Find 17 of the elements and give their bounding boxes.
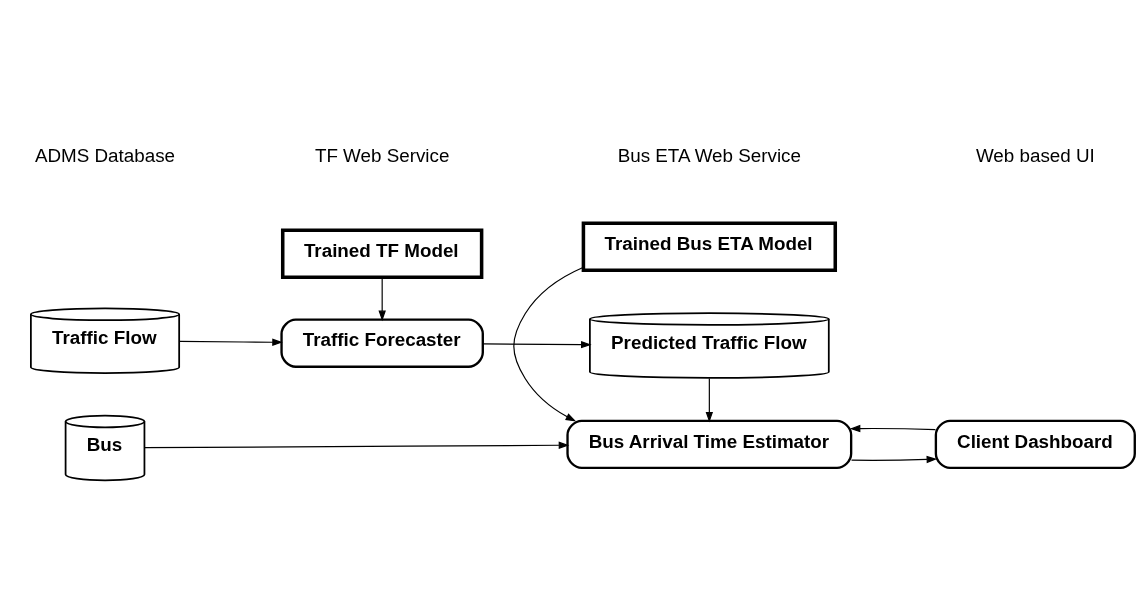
label: ADMS Database [34,144,176,166]
arrow [705,377,714,423]
arrow [850,455,938,463]
node-box: Bus Arrival Time Estimator [566,419,853,469]
node-box: Trained TF Model [280,227,484,279]
label: TF Web Service [314,144,450,166]
node-box: Trained Bus ETA Model [581,220,838,272]
arrow [513,266,584,421]
arrow [144,441,570,449]
label: Bus ETA Web Service [617,144,801,166]
node-box: Client Dashboard [934,419,1136,469]
arrow [849,424,936,432]
arrow [178,338,283,346]
label: Web based UI [975,144,1095,166]
arrow [482,340,592,348]
arrow [378,276,386,321]
node-box: Traffic Forecaster [280,317,484,368]
